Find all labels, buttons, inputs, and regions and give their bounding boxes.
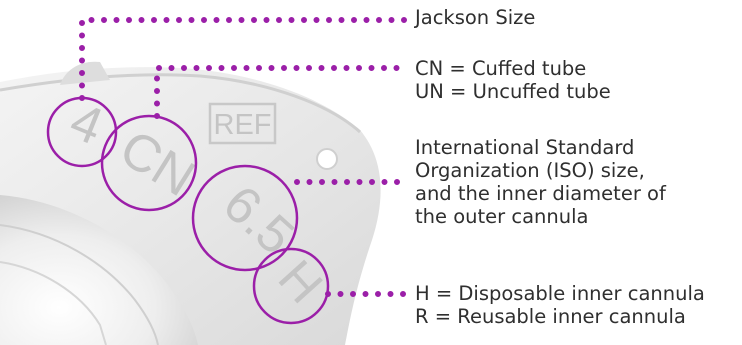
iso-size-line-2: Organization (ISO) size, [415, 159, 645, 182]
cuff-code-highlight [100, 114, 198, 212]
iso-size-label: International Standard Organization (ISO… [415, 136, 666, 228]
reusable-cannula-line: R = Reusable inner cannula [415, 305, 686, 328]
ref-box [208, 102, 277, 145]
leader-lines [79, 17, 408, 297]
inner-cannula-label: H = Disposable inner cannula R = Reusabl… [415, 282, 705, 328]
uncuffed-tube-line: UN = Uncuffed tube [415, 80, 611, 103]
cuffed-tube-line: CN = Cuffed tube [415, 57, 587, 80]
cannula-code-highlight [252, 247, 330, 325]
flange-tie-hole [316, 148, 338, 170]
jackson-size-line: Jackson Size [415, 6, 536, 29]
flange-rim-ring [0, 195, 198, 345]
iso-size-highlight [191, 164, 299, 272]
flange-hinge [60, 61, 110, 85]
disposable-cannula-line: H = Disposable inner cannula [415, 282, 705, 305]
jackson-size-leader [79, 17, 408, 101]
cuff-code-leader [154, 65, 408, 119]
iso-size-line-1: International Standard [415, 136, 635, 159]
flange-inner-ring [0, 261, 107, 345]
ref-engraving: REF [214, 109, 272, 141]
jackson-size-label: Jackson Size [415, 6, 535, 29]
iso-size-line-3: and the inner diameter of [415, 182, 666, 205]
flange-rim-shadow [0, 224, 159, 345]
cuff-type-label: CN = Cuffed tube UN = Uncuffed tube [415, 57, 611, 103]
iso-size-line-4: the outer cannula [415, 205, 589, 228]
